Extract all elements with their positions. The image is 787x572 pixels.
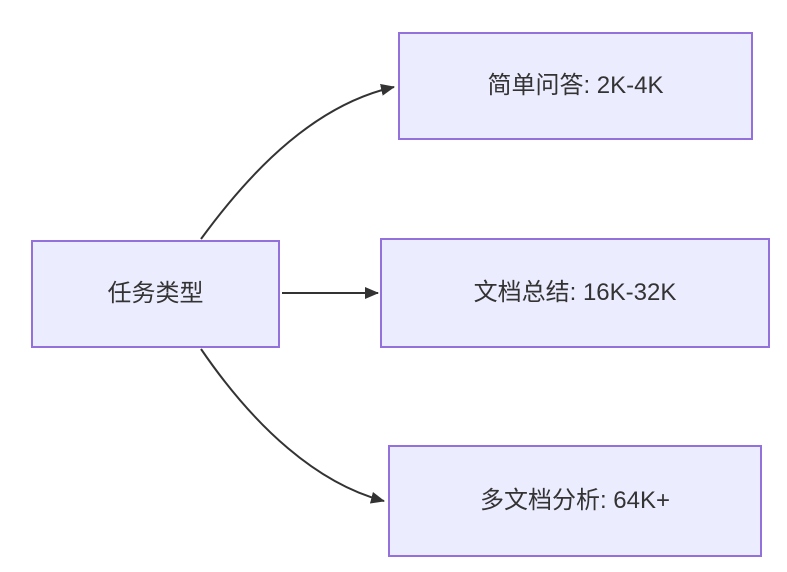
node-doc-summary: 文档总结: 16K-32K (380, 238, 770, 348)
edge-root-to-multi (200, 348, 385, 504)
node-task-type-label: 任务类型 (107, 279, 204, 307)
node-doc-summary-label: 文档总结: 16K-32K (473, 278, 677, 306)
node-multi-doc-analysis-label: 多文档分析: 64K+ (479, 486, 671, 514)
edge-root-to-qa (200, 83, 395, 240)
node-task-type: 任务类型 (31, 240, 280, 348)
node-simple-qa-label: 简单问答: 2K-4K (487, 71, 664, 99)
node-simple-qa: 简单问答: 2K-4K (398, 32, 753, 140)
node-multi-doc-analysis: 多文档分析: 64K+ (388, 445, 762, 557)
